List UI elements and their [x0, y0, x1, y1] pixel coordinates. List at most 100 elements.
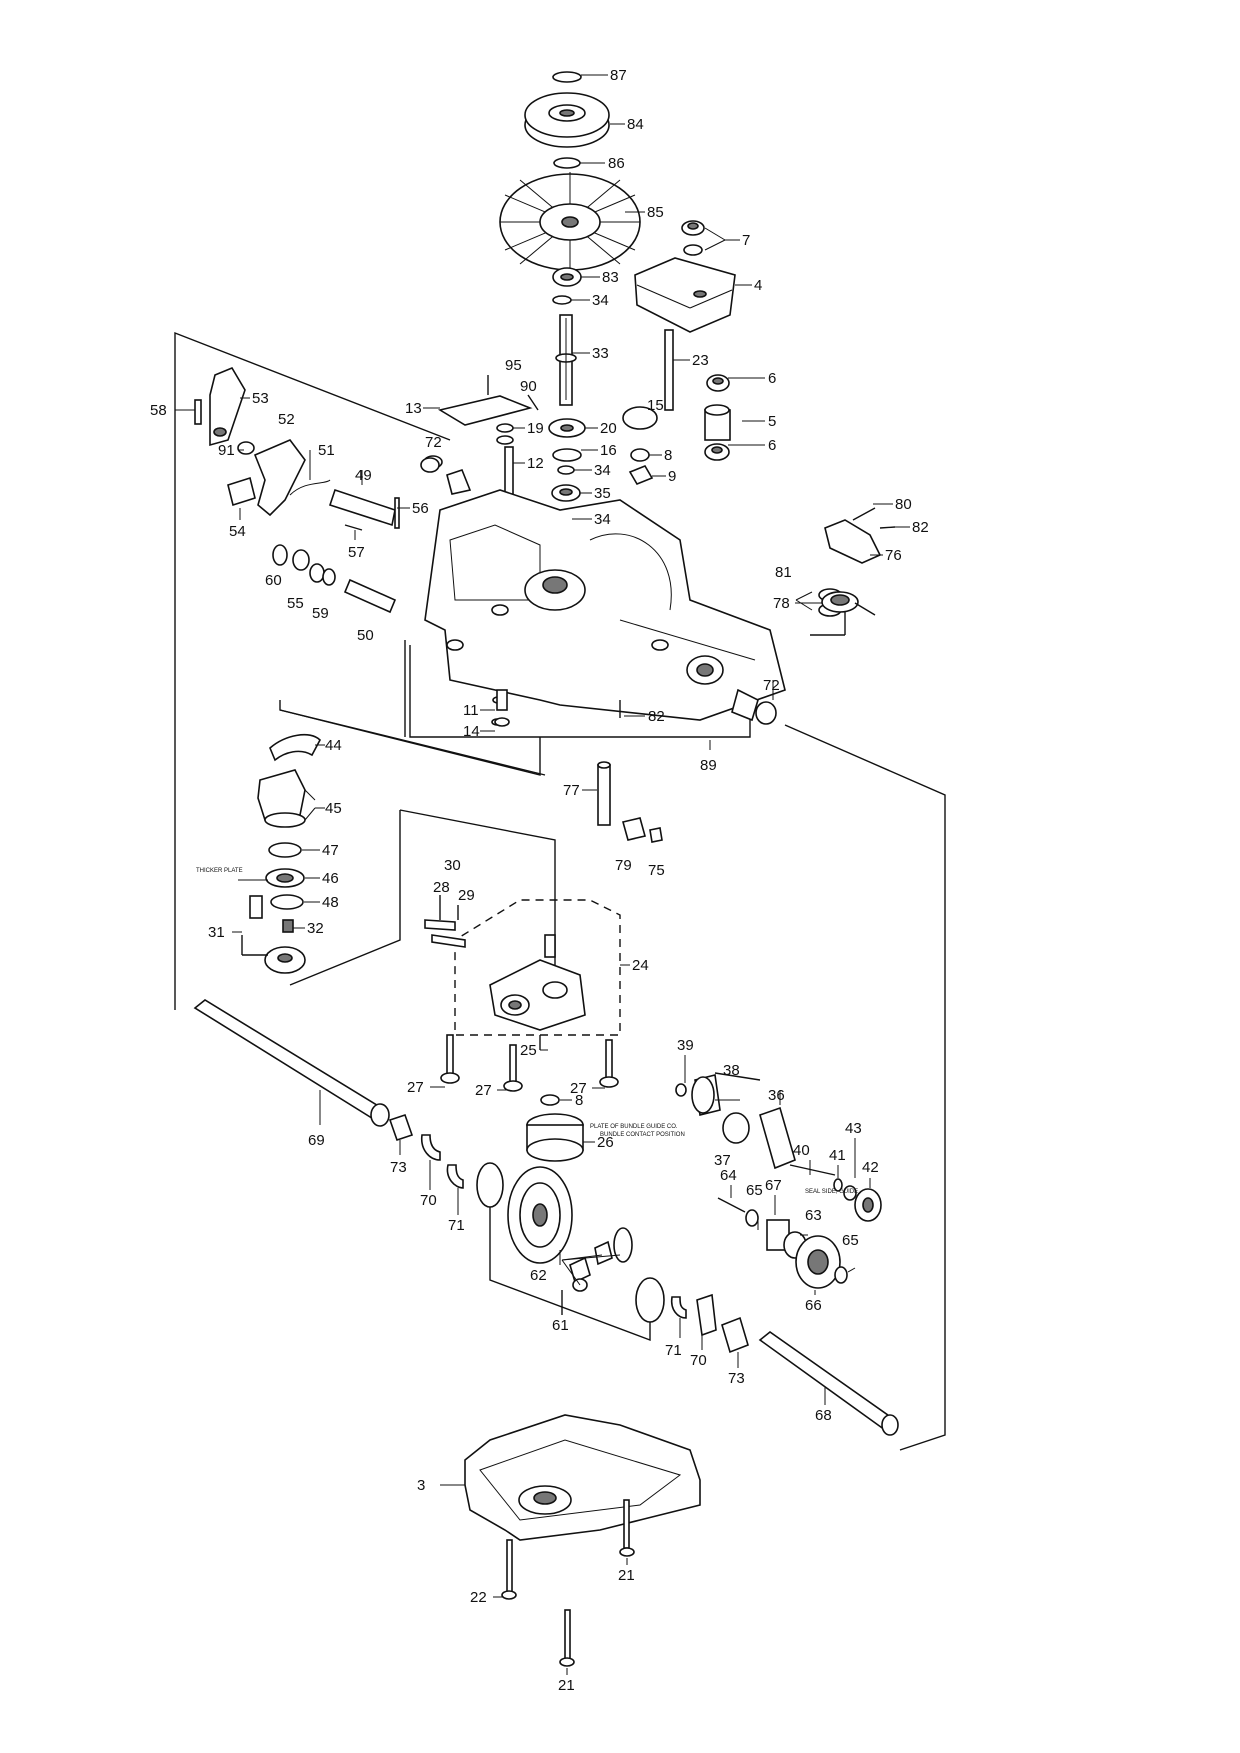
main-housing: [420, 457, 786, 726]
part-label: 29: [458, 887, 475, 904]
assembly-notes: THICKER PLATE PLATE OF BUNDLE GUIDE CO. …: [196, 868, 858, 1195]
input-shaft-parts: [272, 544, 397, 614]
note-seal-side: SEAL SIDE, GUIDE: [805, 1189, 858, 1195]
part-label: 59: [312, 605, 329, 622]
part-label: 6: [768, 370, 776, 387]
subassembly-24-box: [454, 899, 621, 1036]
part-label: 28: [433, 879, 450, 896]
part-label: 89: [700, 757, 717, 774]
part-label: 68: [815, 1407, 832, 1424]
part-label: 71: [665, 1342, 682, 1359]
part-label: 27: [570, 1080, 587, 1097]
part-label: 12: [527, 455, 544, 472]
part-label: 63: [805, 1207, 822, 1224]
part-label: 73: [390, 1159, 407, 1176]
bolts-and-ring: [440, 1034, 619, 1162]
pulley-stack: [499, 71, 641, 406]
part-label: 67: [765, 1177, 782, 1194]
part-label: 47: [322, 842, 339, 859]
part-label: 34: [594, 462, 611, 479]
part-label: 37: [714, 1152, 731, 1169]
part-label: 72: [763, 677, 780, 694]
part-label: 39: [677, 1037, 694, 1054]
left-axle: [193, 999, 464, 1189]
pump-stack: [238, 733, 321, 974]
part-label: 21: [618, 1567, 635, 1584]
part-label: 71: [448, 1217, 465, 1234]
part-label: 48: [322, 894, 339, 911]
note-bundle-contact: BUNDLE CONTACT POSITION: [600, 1132, 685, 1138]
part-label: 35: [594, 485, 611, 502]
part-label: 13: [405, 400, 422, 417]
shift-linkage: [194, 366, 472, 531]
differential: [476, 1162, 665, 1323]
part-label: 38: [723, 1062, 740, 1079]
part-label: 27: [407, 1079, 424, 1096]
part-label: 25: [520, 1042, 537, 1059]
part-label: 41: [829, 1147, 846, 1164]
part-label: 23: [692, 352, 709, 369]
part-label: 5: [768, 413, 776, 430]
part-label: 80: [895, 496, 912, 513]
part-label: 84: [627, 116, 644, 133]
part-label: 86: [608, 155, 625, 172]
brake-linkage: [818, 507, 896, 617]
part-label: 55: [287, 595, 304, 612]
part-label: 83: [602, 269, 619, 286]
part-label: 75: [648, 862, 665, 879]
part-label: 79: [615, 857, 632, 874]
part-label: 58: [150, 402, 167, 419]
part-label: 42: [862, 1159, 879, 1176]
part-label: 6: [768, 437, 776, 454]
part-label: 90: [520, 378, 537, 395]
part-label: 19: [527, 420, 544, 437]
part-label: 77: [563, 782, 580, 799]
part-label: 69: [308, 1132, 325, 1149]
part-label: 62: [530, 1267, 547, 1284]
spring-parts: [494, 689, 510, 727]
part-label: 31: [208, 924, 225, 941]
part-label: 14: [463, 723, 480, 740]
part-label: 20: [600, 420, 617, 437]
part-label: 32: [307, 920, 324, 937]
part-label: 36: [768, 1087, 785, 1104]
part-label: 56: [412, 500, 429, 517]
part-label: 26: [597, 1134, 614, 1151]
part-label: 11: [463, 702, 479, 719]
part-label: 49: [355, 467, 372, 484]
part-label: 33: [592, 345, 609, 362]
part-label: 7: [742, 232, 750, 249]
part-label: 91: [218, 442, 235, 459]
part-label: 85: [647, 204, 664, 221]
part-label: 34: [594, 511, 611, 528]
part-label: 21: [558, 1677, 575, 1694]
part-label: 40: [793, 1142, 810, 1159]
part-labels: 87 84 86 85 7 83 4 34 33 23 95 90 13 6 1…: [150, 67, 929, 1694]
part-label: 61: [552, 1317, 569, 1334]
part-label: 81: [775, 564, 792, 581]
part-label: 34: [592, 292, 609, 309]
center-stack: [437, 375, 586, 524]
part-label: 43: [845, 1120, 862, 1137]
brake-and-reduction: [675, 1072, 882, 1222]
part-label: 22: [470, 1589, 487, 1606]
part-label: 95: [505, 357, 522, 374]
part-label: 78: [773, 595, 790, 612]
note-plate-of-bundle: PLATE OF BUNDLE GUIDE CO.: [590, 1124, 678, 1130]
leader-lines: [175, 74, 910, 1675]
part-label: 50: [357, 627, 374, 644]
part-label: 8: [664, 447, 672, 464]
part-label: 44: [325, 737, 342, 754]
cover-and-caps: [622, 220, 736, 485]
part-label: 53: [252, 390, 269, 407]
part-label: 4: [754, 277, 762, 294]
part-label: 3: [417, 1477, 425, 1494]
assembly-outline-lines: [174, 331, 946, 1451]
part-label: 65: [746, 1182, 763, 1199]
lower-housing: [464, 1414, 701, 1667]
part-label: 24: [632, 957, 649, 974]
part-label: 30: [444, 857, 461, 874]
part-label: 72: [425, 434, 442, 451]
part-label: 57: [348, 544, 365, 561]
part-label: 45: [325, 800, 342, 817]
